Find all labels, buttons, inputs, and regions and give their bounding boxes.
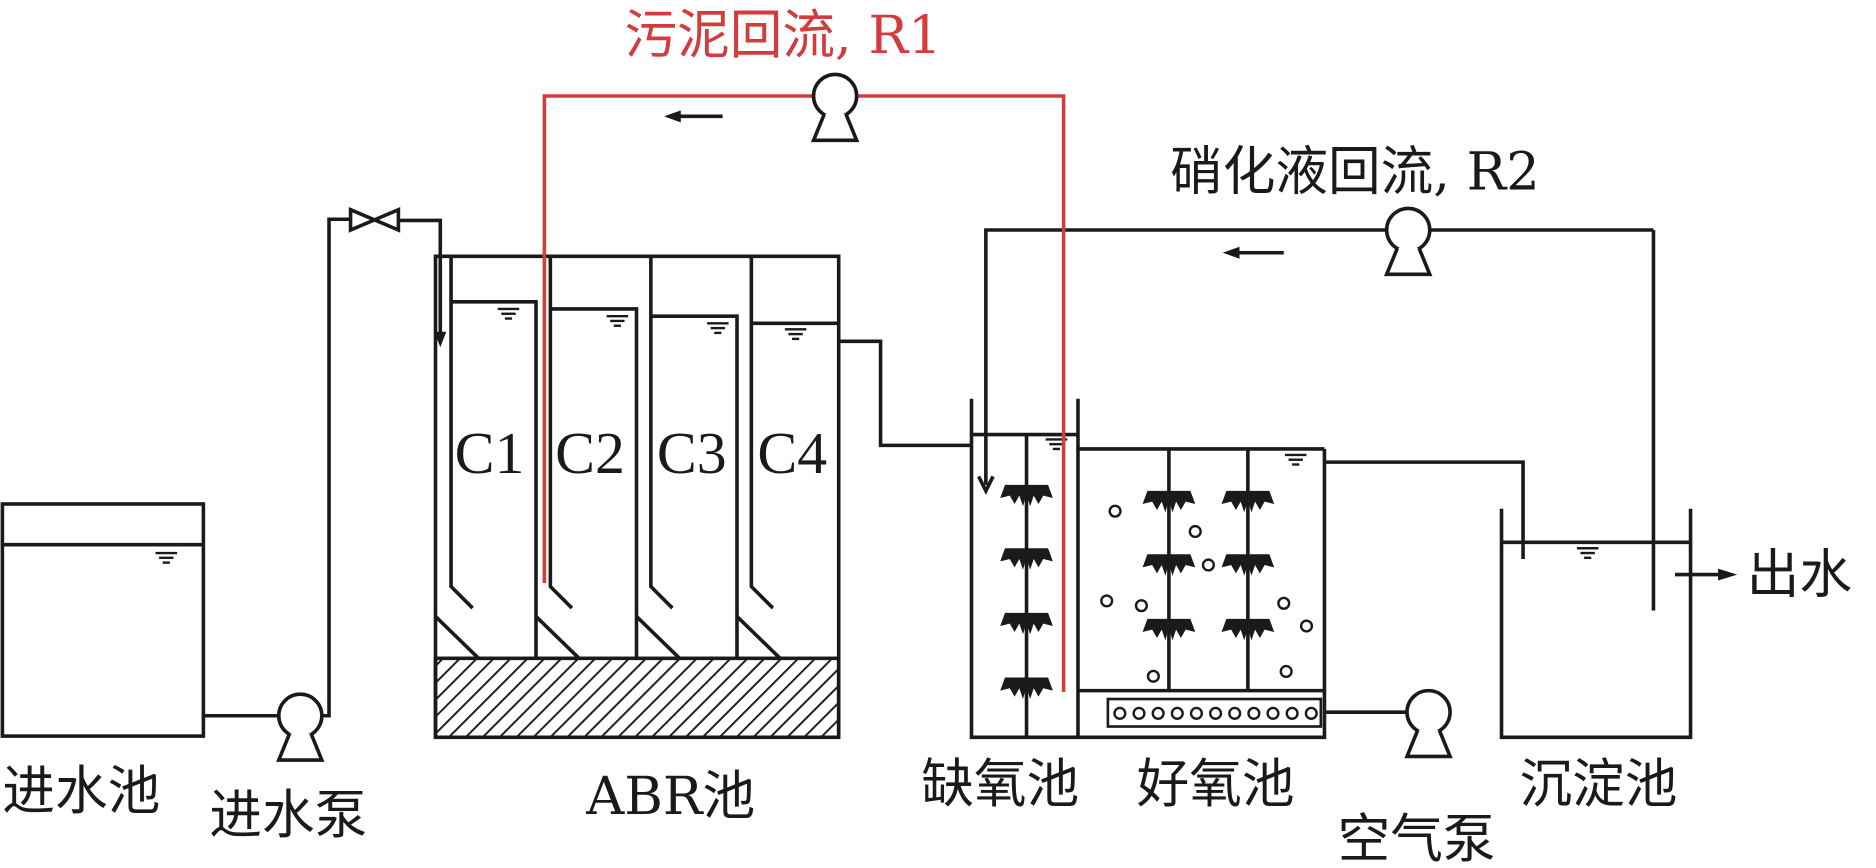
- abr-tank: [433, 254, 841, 740]
- nitrification-return-label: 硝化液回流, R2: [1170, 141, 1540, 202]
- nitrification-return-line: [977, 206, 1654, 495]
- compartment-c1: C1: [455, 420, 525, 486]
- compartment-c2: C2: [555, 420, 625, 486]
- water-level-icon: [154, 551, 179, 564]
- compartment-c4: C4: [757, 420, 827, 486]
- pump-icon: [1384, 206, 1432, 277]
- pump-icon: [276, 692, 324, 762]
- effluent-label: 出水: [1747, 545, 1852, 606]
- valve-icon: [348, 206, 401, 233]
- compartment-c3: C3: [657, 420, 727, 486]
- aerobic-tank-label: 好氧池: [1137, 754, 1295, 815]
- settling-tank: [1499, 230, 1693, 740]
- influent-tank-label: 进水池: [2, 761, 160, 822]
- settling-tank-label: 沉淀池: [1519, 754, 1677, 815]
- influent-pump-label: 进水泵: [209, 785, 367, 846]
- pump-icon: [1405, 688, 1452, 759]
- sludge-return-label: 污泥回流, R1: [625, 5, 942, 66]
- sludge-return-line: [542, 72, 1066, 692]
- anoxic-tank-label: 缺氧池: [921, 754, 1079, 815]
- bubble-icon: [1100, 504, 1314, 683]
- flow-arrow-icon: [1222, 246, 1240, 259]
- flow-arrow-icon: [1718, 568, 1738, 581]
- pump-icon: [811, 72, 859, 143]
- flow-arrow-icon: [664, 110, 681, 123]
- abr-tank-label: ABR池: [585, 766, 755, 827]
- influent-tank: [0, 502, 206, 738]
- brush-carrier-icon: [1000, 484, 1275, 700]
- aerator-icon: [1113, 706, 1318, 720]
- air-pump-label: 空气泵: [1338, 809, 1496, 868]
